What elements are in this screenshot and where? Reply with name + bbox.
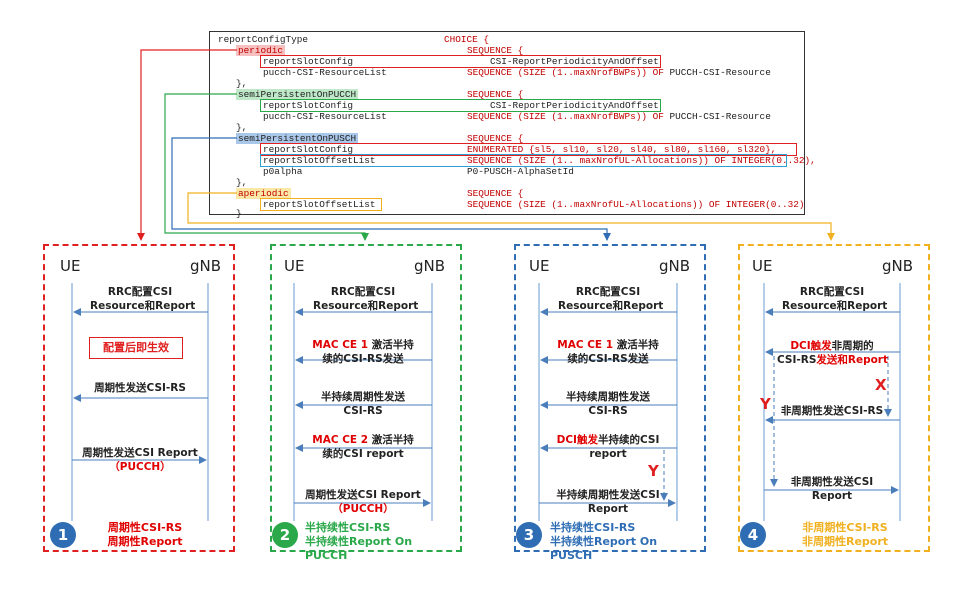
p2-msg-report: 周期性发送CSI Report（PUCCH） (305, 489, 421, 515)
panel-semi-persistent-pusch (514, 244, 706, 552)
p4-ue-label: UE (752, 257, 773, 275)
code-line-9-key: semiPersistentOnPUSCH (236, 133, 359, 144)
code-line-9-val: SEQUENCE { (467, 133, 524, 144)
code-line-10-val: ENUMERATED {sl5, sl10, sl20, sl40, sl80,… (467, 144, 777, 155)
code-line-3-key: pucch-CSI-ResourceList (263, 67, 387, 78)
p2-gnb-label: gNB (414, 257, 446, 275)
sp-pusch-slotconfig-highlight (260, 143, 797, 156)
code-line-11-key: reportSlotOffsetList (263, 155, 376, 166)
code-line-0-key: reportConfigType (218, 34, 309, 45)
code-line-1-key: periodic (236, 45, 286, 56)
code-line-6-key: reportSlotConfig (263, 100, 354, 111)
sp-pusch-offsetlist-highlight (260, 154, 787, 167)
code-line-5-key: semiPersistentOnPUCCH (236, 89, 359, 100)
code-line-12-val: P0-PUSCH-AlphaSetId (467, 166, 574, 177)
code-line-13-key: }, (236, 177, 248, 188)
aperiodic-offsetlist-highlight (260, 198, 382, 211)
code-line-15-key: reportSlotOffsetList (263, 199, 376, 210)
p1-effective-box: 配置后即生效 (89, 337, 183, 359)
p3-gnb-label: gNB (659, 257, 691, 275)
p4-msg-csirs: 非周期性发送CSI-RS (780, 405, 884, 417)
code-line-16-key: } (236, 208, 242, 219)
p1-msg-csirs: 周期性发送CSI-RS (94, 382, 186, 394)
code-line-0-val: CHOICE { (444, 34, 490, 45)
code-line-14-key: aperiodic (236, 188, 291, 199)
p3-msg-macce1: MAC CE 1 激活半持续的CSI-RS发送 (557, 339, 659, 365)
asn1-code-block: reportConfigType CHOICE { periodic SEQUE… (209, 31, 816, 219)
p1-ue-label: UE (60, 257, 81, 275)
code-line-5-val: SEQUENCE { (467, 89, 524, 100)
code-line-15-val: SEQUENCE (SIZE (1..maxNrofUL-Allocations… (467, 199, 805, 210)
p2-msg-macce2: MAC CE 2 激活半持续的CSI report (312, 434, 414, 460)
p3-number-badge: 3 (516, 522, 542, 548)
connector-aperiodic (187, 192, 835, 241)
code-line-2-key: reportSlotConfig (263, 56, 354, 67)
p4-gnb-label: gNB (882, 257, 914, 275)
code-line-6-val: CSI-ReportPeriodicityAndOffset (490, 100, 659, 111)
code-line-4-key: }, (236, 78, 248, 89)
code-line-8-key: }, (236, 122, 248, 133)
p4-x-marker: X (875, 376, 887, 394)
p2-ue-label: UE (284, 257, 305, 275)
code-line-12-key: p0alpha (263, 166, 303, 177)
code-line-11-val: SEQUENCE (SIZE (1.. maxNrofUL-Allocation… (467, 155, 816, 166)
p1-msg-report: 周期性发送CSI Report（PUCCH） (82, 447, 198, 473)
p3-ue-label: UE (529, 257, 550, 275)
connector-sp-pusch (171, 137, 611, 241)
periodic-config-highlight (260, 55, 661, 68)
code-line-10-key: reportSlotConfig (263, 144, 354, 155)
code-line-2-val: CSI-ReportPeriodicityAndOffset (490, 56, 659, 67)
p4-y-marker: Y (760, 395, 771, 413)
panel-semi-persistent-pucch (270, 244, 462, 552)
sp-pucch-config-highlight (260, 99, 661, 112)
p1-number-badge: 1 (50, 522, 76, 548)
p2-number-badge: 2 (272, 522, 298, 548)
p3-y-marker: Y (648, 462, 659, 480)
code-line-3-val: SEQUENCE (SIZE (1..maxNrofBWPs)) OF PUCC… (467, 67, 771, 78)
p4-number-badge: 4 (740, 522, 766, 548)
connector-periodic (137, 49, 237, 241)
code-line-7-key: pucch-CSI-ResourceList (263, 111, 387, 122)
connector-sp-pucch (164, 93, 369, 241)
code-line-1-val: SEQUENCE { (467, 45, 524, 56)
p2-msg-macce1: MAC CE 1 激活半持续的CSI-RS发送 (312, 339, 414, 365)
panel-periodic (43, 244, 235, 552)
panel-aperiodic (738, 244, 930, 552)
code-line-7-val: SEQUENCE (SIZE (1..maxNrofBWPs)) OF PUCC… (467, 111, 771, 122)
p1-gnb-label: gNB (190, 257, 222, 275)
code-line-14-val: SEQUENCE { (467, 188, 524, 199)
